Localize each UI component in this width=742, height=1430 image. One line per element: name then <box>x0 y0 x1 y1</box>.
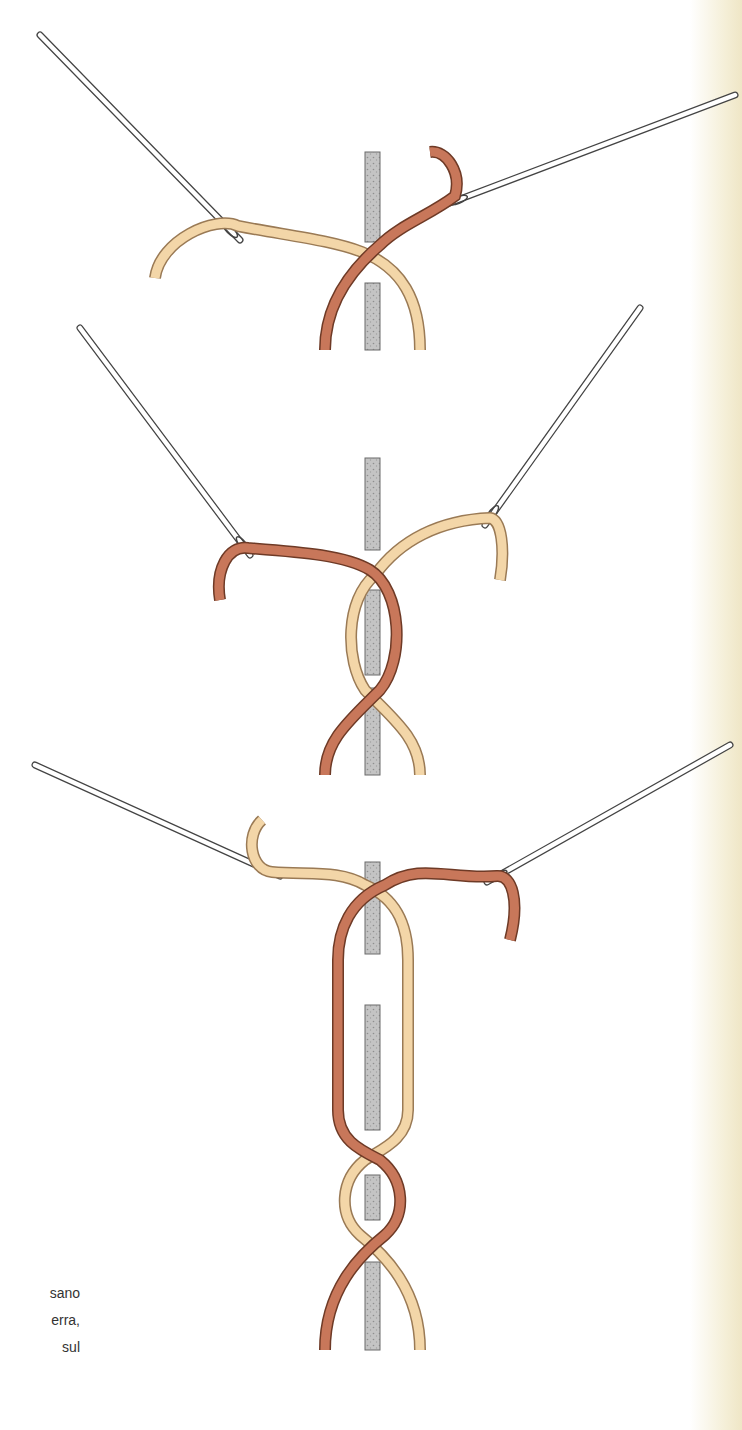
thread <box>252 820 515 1350</box>
needle <box>35 35 735 884</box>
fabric-slit <box>365 152 380 1350</box>
caption-text: erra, <box>4 1307 80 1334</box>
caption-fragment: sanoerra,sul <box>4 1280 80 1361</box>
thread <box>219 518 502 775</box>
thread <box>155 152 457 350</box>
caption-text: sano <box>4 1280 80 1307</box>
caption-text: sul <box>4 1334 80 1361</box>
page-shade <box>690 0 742 1430</box>
